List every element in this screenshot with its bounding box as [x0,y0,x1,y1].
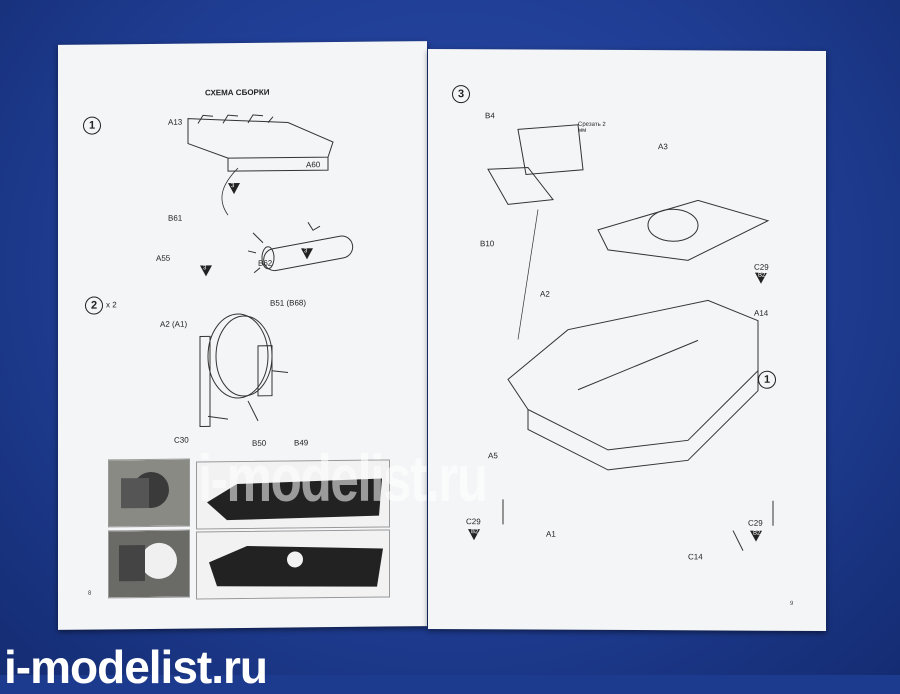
label-b62: B62 [258,258,273,268]
assembly-heading: СХЕМА СБОРКИ [205,87,270,98]
left-page: СХЕМА СБОРКИ 1 A13 A60 B61 A55 B62 3 3 3… [58,41,427,630]
watermark-text: i-modelist.ru [198,441,488,515]
left-page-number: 8 [88,590,92,597]
label-a2-a1: A2 (A1) [160,319,188,329]
label-a60: A60 [306,160,321,170]
label-a5: A5 [488,451,498,461]
ref-b2-3: B2 [750,530,762,542]
step-1-drawing [187,114,354,274]
step-3-number: 3 [452,85,470,104]
label-a14: A14 [754,308,769,318]
reference-photo-1 [108,458,190,528]
label-a3: A3 [658,142,668,152]
ref-triangle-3: 3 [200,265,212,277]
label-c29-left: C29 [466,517,481,527]
right-page-number: 9 [790,600,794,607]
reference-photo-2 [196,459,390,530]
callout-1: 1 [758,370,776,389]
label-b4: B4 [485,111,495,121]
watermark-bottom: i-modelist.ru [4,641,268,693]
note-trim: Срезать 2 мм [578,121,606,134]
step-3-drawing [487,124,774,551]
label-b61: B61 [168,213,183,223]
right-page: 3 B4 A3 B10 C29 A2 A14 A5 C29 A1 C29 C14… [428,48,826,632]
ref-b2-2: B2 [468,529,480,541]
step-2-multiplier: x 2 [106,300,117,310]
label-c30: C30 [174,435,189,445]
label-c14: C14 [688,552,703,562]
label-c29-top: C29 [754,262,769,272]
step-2-drawing [199,313,289,427]
label-a55: A55 [156,253,171,263]
ref-b2-1: B2 [755,272,767,284]
label-a1: A1 [546,529,556,539]
label-b10: B10 [480,239,495,249]
ref-triangle-2: 3 [301,248,313,260]
label-a13: A13 [168,117,183,127]
reference-photo-3 [108,529,190,599]
label-a2: A2 [540,289,550,299]
label-b51: B51 (B68) [270,298,307,308]
ref-triangle-1: 3 [228,183,240,195]
label-c29-right: C29 [748,518,763,528]
reference-photo-4 [196,529,390,600]
step-1-number: 1 [83,116,101,135]
step-2-number: 2 [85,296,103,315]
